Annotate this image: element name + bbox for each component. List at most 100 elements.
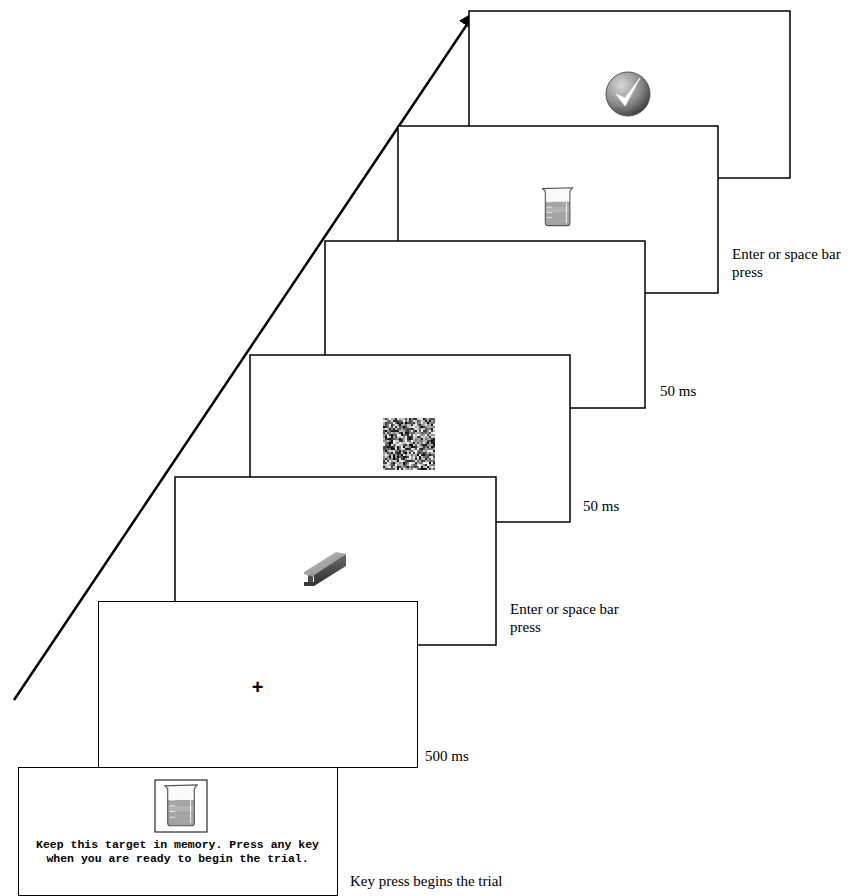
noise-pixel (403, 434, 405, 436)
noise-pixel (405, 442, 407, 444)
noise-pixel (407, 456, 409, 458)
noise-pixel (403, 452, 405, 454)
noise-pixel (429, 454, 431, 456)
noise-pixel (405, 460, 407, 462)
target-beaker (165, 785, 197, 826)
noise-pixel (405, 454, 407, 456)
noise-pixel (433, 430, 435, 432)
noise-pixel (415, 450, 417, 452)
noise-pixel (383, 454, 385, 456)
noise-pixel (433, 424, 435, 426)
noise-pixel (395, 446, 397, 448)
noise-pixel (425, 458, 427, 460)
noise-pixel (385, 440, 387, 442)
noise-pixel (389, 456, 391, 458)
noise-pixel (391, 418, 393, 420)
noise-pixel (413, 464, 415, 466)
noise-pixel (433, 452, 435, 454)
noise-pixel (393, 460, 395, 462)
noise-pixel (417, 468, 419, 470)
noise-pixel (431, 458, 433, 460)
noise-pixel (429, 464, 431, 466)
noise-pixel (423, 462, 425, 464)
noise-pixel (427, 460, 429, 462)
noise-pixel (403, 438, 405, 440)
noise-pixel (393, 468, 395, 470)
noise-pixel (391, 444, 393, 446)
noise-pixel (401, 460, 403, 462)
noise-pixel (397, 428, 399, 430)
noise-pixel (391, 468, 393, 470)
noise-pixel (389, 430, 391, 432)
noise-pixel (409, 460, 411, 462)
noise-pixel (427, 446, 429, 448)
noise-pixel (417, 440, 419, 442)
noise-pixel (397, 442, 399, 444)
noise-pixel (411, 430, 413, 432)
noise-pixel (423, 432, 425, 434)
noise-pixel (397, 422, 399, 424)
noise-pixel (387, 450, 389, 452)
noise-pixel (401, 438, 403, 440)
noise-pixel (423, 430, 425, 432)
noise-pixel (433, 418, 435, 420)
noise-pixel (391, 424, 393, 426)
noise-pixel (415, 448, 417, 450)
noise-pixel (385, 420, 387, 422)
noise-pixel (407, 430, 409, 432)
noise-pixel (413, 448, 415, 450)
noise-pixel (417, 444, 419, 446)
noise-pixel (383, 424, 385, 426)
noise-pixel (415, 424, 417, 426)
noise-pixel (387, 424, 389, 426)
noise-pixel (417, 446, 419, 448)
noise-pixel (413, 418, 415, 420)
noise-pixel (391, 432, 393, 434)
noise-pixel (403, 468, 405, 470)
noise-pixel (403, 460, 405, 462)
image-frame (155, 780, 207, 832)
noise-pixel (409, 426, 411, 428)
noise-pixel (383, 436, 385, 438)
noise-pixel (389, 466, 391, 468)
noise-pixel (387, 466, 389, 468)
noise-pixel (407, 442, 409, 444)
noise-pixel (395, 434, 397, 436)
noise-mask (383, 418, 435, 470)
noise-pixel (409, 458, 411, 460)
noise-pixel (397, 432, 399, 434)
noise-pixel (419, 428, 421, 430)
noise-pixel (413, 466, 415, 468)
noise-pixel (389, 460, 391, 462)
noise-pixel (389, 446, 391, 448)
noise-pixel (387, 454, 389, 456)
noise-pixel (397, 450, 399, 452)
noise-pixel (427, 418, 429, 420)
noise-pixel (425, 424, 427, 426)
noise-pixel (423, 436, 425, 438)
noise-pixel (431, 436, 433, 438)
noise-pixel (395, 432, 397, 434)
noise-pixel (393, 418, 395, 420)
noise-pixel (425, 428, 427, 430)
noise-pixel (407, 444, 409, 446)
noise-pixel (411, 420, 413, 422)
noise-pixel (415, 438, 417, 440)
noise-pixel (419, 432, 421, 434)
noise-pixel (395, 436, 397, 438)
noise-pixel (387, 428, 389, 430)
fixation-cross: + (238, 676, 278, 698)
noise-pixel (401, 442, 403, 444)
noise-pixel (433, 460, 435, 462)
noise-pixel (411, 448, 413, 450)
noise-pixel (393, 450, 395, 452)
noise-pixel (419, 418, 421, 420)
noise-pixel (397, 438, 399, 440)
noise-pixel (405, 438, 407, 440)
noise-pixel (389, 420, 391, 422)
noise-pixel (417, 428, 419, 430)
noise-pixel (407, 466, 409, 468)
noise-pixel (407, 422, 409, 424)
noise-pixel (383, 430, 385, 432)
noise-pixel (423, 438, 425, 440)
